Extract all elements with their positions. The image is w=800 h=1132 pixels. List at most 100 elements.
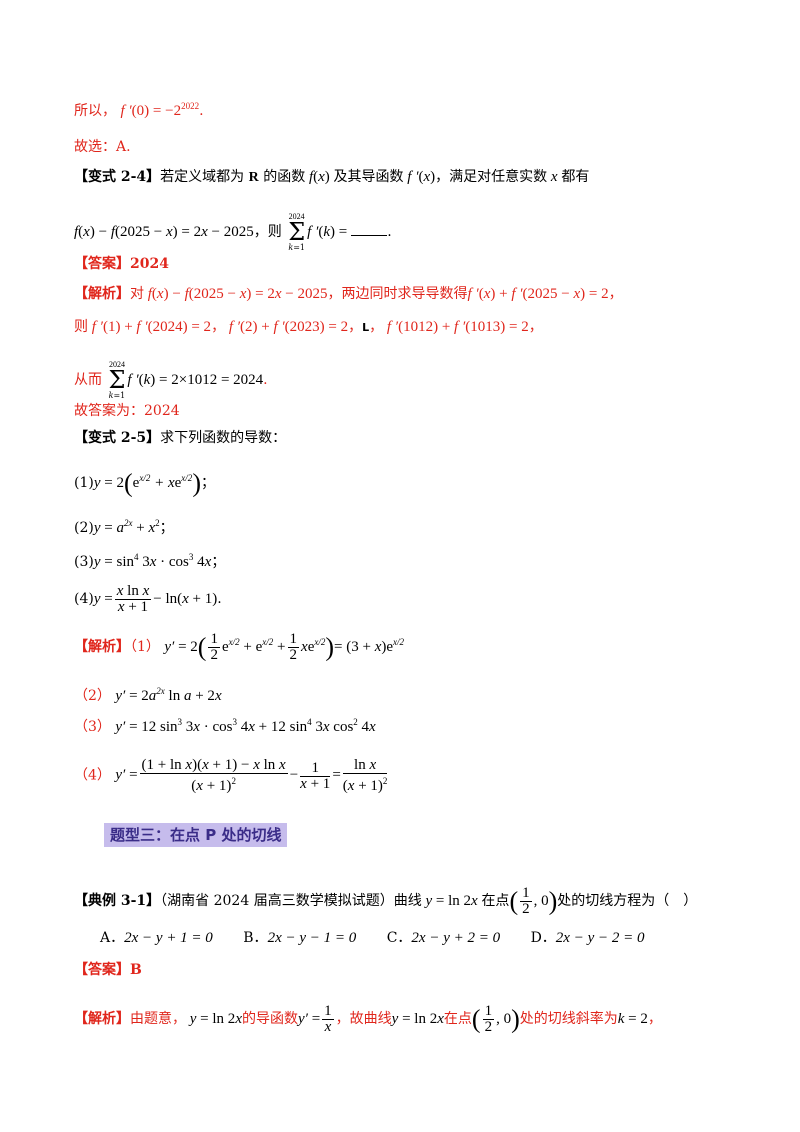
solution-2-4-line2: 则 f ′(1) + f ′(2024) = 2， f ′(2) + f ′(2… xyxy=(74,317,543,338)
formula: y = ln 2x xyxy=(421,892,482,909)
text: 及其导函数 xyxy=(333,169,404,185)
formula: y′ =(1 + ln x)(x + 1) − x ln x(x + 1)2−1… xyxy=(115,757,388,794)
formula: y = a2x + x2 xyxy=(93,518,160,536)
text: ， xyxy=(348,319,363,335)
text: ， xyxy=(211,319,226,335)
text: （湖南省 2024 届高三数学模拟试题）曲线 xyxy=(160,892,422,909)
text: ， xyxy=(608,286,623,302)
problem-item-3: (3)y = sin4 3x · cos3 4x； xyxy=(74,552,226,570)
problem-item-1: (1)y = 2(ex/2 + xex/2)； xyxy=(74,468,215,498)
item-number: （2） xyxy=(74,688,111,704)
answer-line-2-4: 故答案为：2024 xyxy=(74,403,180,419)
text: ，两边同时求导导数得 xyxy=(327,286,468,302)
text: ，则 xyxy=(253,224,282,240)
text: 在点 xyxy=(481,892,510,909)
answer-value: 2024 xyxy=(130,256,169,272)
formula: f(x) − f(2025 − x) = 2x − 2025 xyxy=(144,286,328,302)
formula: f(x) xyxy=(305,169,330,185)
formula: k = 2 xyxy=(617,1010,648,1027)
formula: y = sin4 3x · cos3 4x xyxy=(93,552,212,570)
text: . xyxy=(263,372,268,388)
text: ，故曲线 xyxy=(335,1010,392,1027)
example-3-1-line: 【典例 3-1】（湖南省 2024 届高三数学模拟试题）曲线 y = ln 2x… xyxy=(74,886,697,917)
formula: y′ = 2a2x ln a + 2x xyxy=(115,686,222,704)
choice-line: 故选：A. xyxy=(74,139,131,155)
text: 求下列函数的导数： xyxy=(160,430,287,446)
formula: f ′(0) = −22022 xyxy=(120,101,200,119)
text: 则 xyxy=(74,319,88,335)
formula: f ′(2) + f ′(2023) = 2 xyxy=(225,319,349,335)
formula: y = ln 2x xyxy=(391,1010,444,1027)
problem-item-2: (2)y = a2x + x2； xyxy=(74,518,174,536)
text: 所以， xyxy=(74,103,116,119)
answer-value: B xyxy=(130,962,142,978)
item-number: （1） xyxy=(130,639,160,655)
option-a[interactable]: A．2x − y + 1 = 0 xyxy=(100,928,213,948)
option-label: C． xyxy=(386,930,412,946)
option-c[interactable]: C．2x − y + 2 = 0 xyxy=(387,928,500,948)
option-text: 2x − y − 2 = 0 xyxy=(555,930,645,946)
item-number: (3) xyxy=(74,554,94,570)
variant-2-5-line: 【变式 2-5】求下列函数的导数： xyxy=(74,428,286,448)
solution-tag: 【解析】 xyxy=(74,639,130,655)
formula: y = 2(ex/2 + xex/2) xyxy=(93,468,201,498)
option-text: 2x − y + 2 = 0 xyxy=(411,930,501,946)
real-set: R xyxy=(248,170,259,185)
text: 的导函数 xyxy=(241,1010,298,1027)
item-number: (2) xyxy=(74,520,94,536)
solution-2-5-item2: （2） y′ = 2a2x ln a + 2x xyxy=(74,681,222,706)
option-d[interactable]: D．2x − y − 2 = 0 xyxy=(531,928,645,948)
formula: y = ln 2x xyxy=(186,1010,242,1027)
text: ，满足对任意实数 xyxy=(435,169,548,185)
item-number: (1) xyxy=(74,475,94,491)
variant-tag: 【变式 2-4】 xyxy=(74,169,161,185)
text: ， xyxy=(369,319,384,335)
section-heading: 题型三：在点 P 处的切线 xyxy=(104,823,288,847)
option-b[interactable]: B．2x − y − 1 = 0 xyxy=(243,928,356,948)
solution-2-4-line1: 【解析】对 f(x) − f(2025 − x) = 2x − 2025，两边同… xyxy=(74,284,623,304)
solution-2-5-item3: （3） y′ = 12 sin3 3x · cos3 4x + 12 sin4 … xyxy=(74,712,376,737)
text: 由题意， xyxy=(130,1010,186,1027)
answer-2-4: 【答案】2024 xyxy=(74,254,169,274)
answer-blank xyxy=(351,235,388,236)
solution-tag: 【解析】 xyxy=(74,286,130,302)
option-label: B． xyxy=(243,930,268,946)
item-number: （3） xyxy=(74,719,111,735)
solution-2-5-item4: （4） y′ =(1 + ln x)(x + 1) − x ln x(x + 1… xyxy=(74,758,389,794)
options-row: A．2x − y + 1 = 0 B．2x − y − 1 = 0 C．2x −… xyxy=(100,928,670,948)
ellipsis-mark: L xyxy=(362,321,370,334)
option-text: 2x − y − 1 = 0 xyxy=(267,930,357,946)
example-tag: 【典例 3-1】 xyxy=(74,892,161,909)
item-number: （4） xyxy=(74,767,111,784)
text: 对 xyxy=(130,286,144,302)
text: 处的切线方程为（ ） xyxy=(557,892,698,909)
text: ， xyxy=(647,1010,662,1027)
formula: f ′(x) xyxy=(403,169,436,185)
variant-2-4-line1: 【变式 2-4】若定义域都为 R 的函数 f(x) 及其导函数 f ′(x)，满… xyxy=(74,169,590,185)
text: 在点 xyxy=(443,1010,472,1027)
text: ， xyxy=(528,319,543,335)
formula: f ′(x) + f ′(2025 − x) = 2 xyxy=(467,286,609,302)
item-number: (4) xyxy=(74,590,94,607)
text: . xyxy=(387,224,392,240)
answer-tag: 【答案】 xyxy=(74,256,130,272)
answer-tag: 【答案】 xyxy=(74,962,130,978)
formula: f(x) − f(2025 − x) = 2x − 2025 xyxy=(74,224,254,240)
formula: y′ = 12 sin3 3x · cos3 4x + 12 sin4 3x c… xyxy=(115,717,376,735)
answer-3-1: 【答案】B xyxy=(74,960,142,980)
option-label: A． xyxy=(100,930,125,946)
formula: f ′(1) + f ′(2024) = 2 xyxy=(88,319,212,335)
option-label: D． xyxy=(530,930,556,946)
option-text: 2x − y + 1 = 0 xyxy=(124,930,213,946)
formula: f ′(1012) + f ′(1013) = 2 xyxy=(383,319,529,335)
